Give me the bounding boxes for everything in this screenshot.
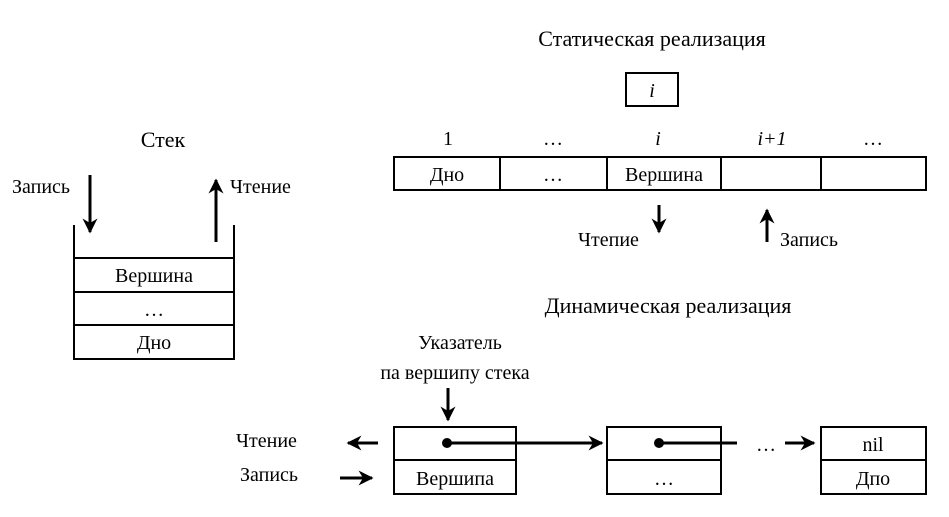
dynamic-write-label: Запись (240, 464, 298, 486)
stack-container (73, 225, 235, 360)
static-cell-1: Дно (430, 164, 464, 186)
dynamic-ellipsis: … (756, 434, 776, 456)
static-pointer-value: i (649, 80, 655, 102)
static-index-3: i (655, 128, 661, 150)
static-index-5: … (863, 128, 883, 150)
last-node-pointer: nil (862, 434, 884, 456)
stack-cell-top: Вершина (115, 265, 193, 287)
stack-cell-bottom: Дно (137, 332, 171, 354)
stack-write-label: Запись (12, 176, 70, 198)
last-node-value: Дпо (856, 468, 890, 490)
stack-read-label: Чтение (230, 176, 291, 198)
stack-title: Стек (141, 127, 186, 152)
dynamic-node-2 (606, 426, 722, 495)
node-2-value: … (654, 468, 674, 490)
static-read-label: Чтепие (578, 229, 639, 251)
static-index-2: … (543, 128, 563, 150)
static-cell-3: Вершина (625, 164, 703, 186)
static-index-1: 1 (443, 128, 453, 150)
dynamic-node-1 (393, 426, 517, 495)
dynamic-pointer-label-2: па вершипу стека (380, 362, 529, 384)
static-write-label: Запись (780, 229, 838, 251)
static-cell-2: … (543, 164, 563, 186)
static-index-4: i+1 (757, 128, 786, 150)
dynamic-pointer-label-1: Указатель (418, 332, 502, 354)
stack-cell-middle: … (144, 299, 164, 321)
static-pointer-box (625, 72, 679, 107)
node-1-value: Вершипа (416, 468, 494, 490)
static-array (393, 156, 927, 191)
dynamic-title: Динамическая реализация (545, 293, 792, 318)
dynamic-node-last (820, 426, 927, 495)
dynamic-read-label: Чтение (236, 430, 297, 452)
static-title: Статическая реализация (538, 26, 766, 51)
